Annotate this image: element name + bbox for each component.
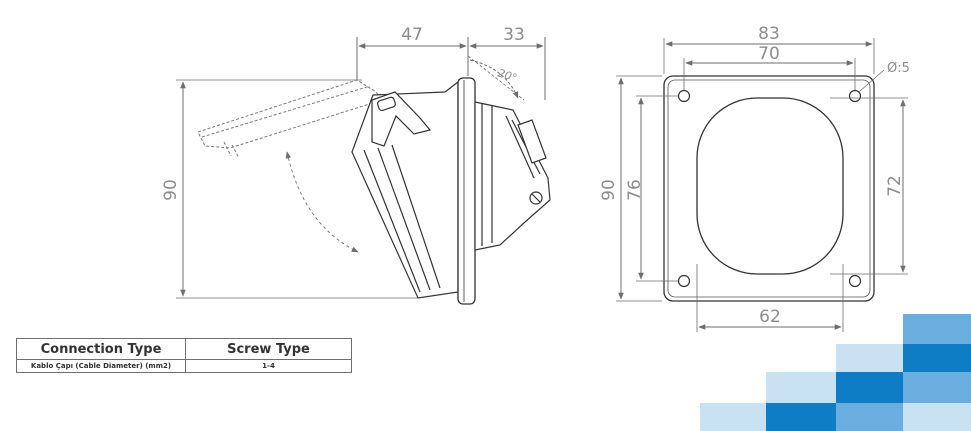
dim-62: 62 [696,264,844,332]
mounting-hole-tr [848,89,862,103]
dim-33: 33 [469,25,546,100]
dim-label-72: 72 [885,175,905,197]
header-connection-type: Connection Type [16,338,186,360]
dim-83: 83 [663,24,875,74]
dim-label-90-front: 90 [599,179,619,201]
dim-label-angle: 20° [496,66,519,84]
mount-flange [457,77,476,305]
dim-angle: 20° [467,55,525,101]
dim-label-hole-diameter: Ø:5 [887,61,910,76]
front-plate-outer [663,75,875,302]
dim-90-front: 90 [599,75,662,302]
dim-label-76: 76 [625,179,645,201]
dim-label-83: 83 [758,24,780,44]
dim-label-70: 70 [758,44,780,64]
cell-cable-diameter-value: 1-4 [185,359,352,373]
header-screw-type: Screw Type [185,338,352,360]
socket-cutout [696,97,844,275]
decor-square [700,403,766,431]
decor-square [903,344,971,372]
decor-square [766,403,836,431]
decor-square [903,403,971,431]
mounting-hole-br [848,274,862,288]
mounting-hole-tl [677,89,691,103]
decor-square [903,372,971,403]
spec-table: Connection Type Screw Type Kablo Çapı (C… [16,338,352,373]
front-plate-inner [667,79,871,298]
dim-label-33: 33 [503,25,525,45]
dim-label-62: 62 [759,307,781,327]
decor-squares [700,314,971,431]
side-view: 47 33 20° 90 [161,25,551,305]
decor-square [766,372,836,403]
socket-body [351,80,459,299]
lid-swing-arc [285,151,359,253]
dim-70: 70 [683,44,856,90]
decor-square [836,344,903,372]
cell-cable-diameter-label: Kablo Çapı (Cable Diameter) (mm2) [16,359,186,373]
dim-label-90-side: 90 [161,179,181,201]
decor-square [903,314,971,344]
spec-table-header: Connection Type Screw Type [16,338,352,360]
dim-hole-diameter: Ø:5 [858,61,910,93]
mounting-hole-bl [677,274,691,288]
dim-76: 76 [625,95,678,282]
decor-square [836,372,903,403]
spec-table-row: Kablo Çapı (Cable Diameter) (mm2) 1-4 [16,359,352,373]
rear-housing [474,101,551,251]
mounting-holes [677,89,862,288]
front-view: 83 70 Ø:5 90 76 [599,24,910,332]
decor-square [836,403,903,431]
dim-47: 47 [356,25,469,80]
dim-label-47: 47 [401,25,423,45]
dim-90-side: 90 [161,79,418,299]
